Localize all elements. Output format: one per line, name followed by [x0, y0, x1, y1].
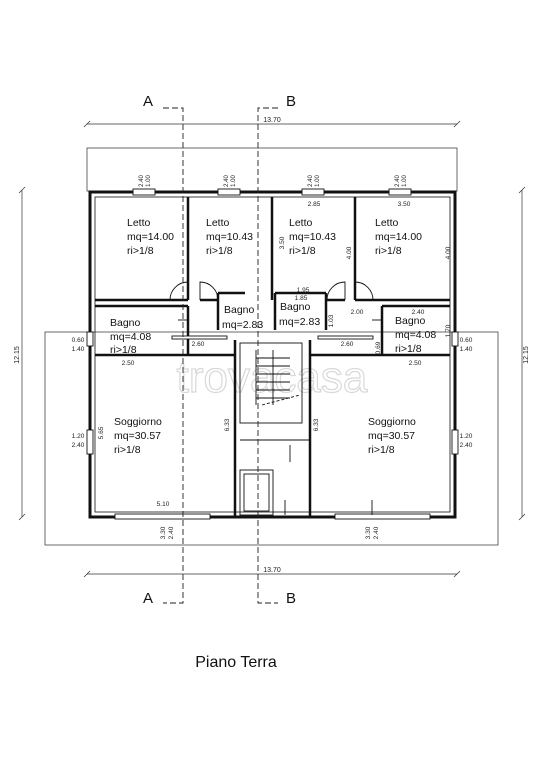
- room-ratio: ri>1/8: [110, 344, 137, 356]
- dim-overall-width-bottom: 13.70: [263, 567, 281, 574]
- dim-stair-left: 6.33: [224, 418, 231, 431]
- section-b-bottom: B: [286, 590, 296, 607]
- dim-win-right-h: 1.40: [460, 346, 473, 353]
- section-b-top: B: [286, 93, 296, 110]
- room-name: Letto: [206, 217, 230, 229]
- dim-room-h-400-b: 4.00: [445, 246, 452, 259]
- site-outline: [44, 331, 499, 546]
- dim-win-3-w: 2.40: [308, 175, 314, 187]
- room-soggiorno-left: Soggiorno mq=30.57 ri>1/8: [114, 416, 162, 456]
- dim-side-left-h: 5.65: [98, 426, 105, 439]
- section-a-top: A: [143, 93, 153, 110]
- room-name: Bagno: [280, 301, 311, 313]
- dim-bot-left-b: 2.40: [168, 526, 175, 539]
- dim-bot-right-b: 2.40: [373, 526, 380, 539]
- dim-win-1-h: 1.00: [146, 175, 152, 187]
- room-letto-left: Letto mq=14.00 ri>1/8: [127, 217, 174, 257]
- dim-bath-185: 1.85: [295, 295, 308, 302]
- dim-bot-right-a: 3.30: [365, 526, 372, 539]
- room-letto-mid-right: Letto mq=10.43 ri>1/8: [289, 217, 336, 257]
- room-ratio: ri>1/8: [368, 444, 395, 456]
- room-letto-right: Letto mq=14.00 ri>1/8: [375, 217, 422, 257]
- plan-title: Piano Terra: [195, 654, 277, 671]
- dim-bot-left-a: 3.30: [160, 526, 167, 539]
- room-ratio: ri>1/8: [375, 245, 402, 257]
- dim-win-3-h: 1.00: [315, 175, 321, 187]
- dim-win-left-w: 0.60: [72, 337, 85, 344]
- room-ratio: ri>1/8: [127, 245, 154, 257]
- windows: [86, 188, 459, 520]
- dim-room-350: 3.50: [398, 201, 411, 208]
- room-name: Soggiorno: [114, 416, 162, 428]
- dim-side-right-w2: 2.40: [460, 442, 473, 449]
- room-soggiorno-right: Soggiorno mq=30.57 ri>1/8: [368, 416, 416, 456]
- room-area: mq=2.83: [279, 316, 320, 328]
- dim-win-left-h: 1.40: [72, 346, 85, 353]
- room-bagno-left: Bagno mq=4.08 ri>1/8: [110, 317, 151, 356]
- dim-overall-depth-right: 12.15: [523, 346, 530, 364]
- dim-win-2-h: 1.00: [231, 175, 237, 187]
- dim-bath-103: 1.03: [328, 314, 335, 327]
- watermark: trovacasa: [177, 353, 368, 402]
- dimension-lines: [18, 120, 526, 578]
- section-lines: [163, 107, 278, 604]
- room-ratio: ri>1/8: [114, 444, 141, 456]
- dim-liv-left-w: 2.50: [122, 360, 135, 367]
- room-name: Bagno: [224, 304, 255, 316]
- dim-side-right-w1: 1.20: [460, 433, 473, 440]
- dim-win-1-w: 2.40: [139, 175, 145, 187]
- room-area: mq=2.83: [222, 319, 263, 331]
- room-bagno-mid-right: Bagno mq=2.83: [279, 301, 320, 328]
- dim-win-4-w: 2.40: [395, 175, 401, 187]
- dim-win-4-h: 1.00: [402, 175, 408, 187]
- room-area: mq=10.43: [206, 231, 253, 243]
- room-area: mq=14.00: [375, 231, 422, 243]
- room-area: mq=30.57: [368, 430, 415, 442]
- room-name: Bagno: [110, 317, 141, 329]
- dim-overall-depth-left: 12.15: [14, 346, 21, 364]
- door-swings: [169, 281, 382, 321]
- dim-overall-width-top: 13.70: [263, 117, 281, 124]
- room-name: Letto: [289, 217, 313, 229]
- room-ratio: ri>1/8: [289, 245, 316, 257]
- dim-room-h-400-a: 4.00: [346, 246, 353, 259]
- dim-corr-left: 2.60: [192, 341, 205, 348]
- room-name: Letto: [127, 217, 151, 229]
- room-name: Bagno: [395, 315, 426, 327]
- dim-front-510: 5.10: [157, 501, 170, 508]
- room-letto-mid-left: Letto mq=10.43 ri>1/8: [206, 217, 253, 257]
- dim-side-left-w1: 1.20: [72, 433, 85, 440]
- room-bagno-right: Bagno mq=4.08 ri>1/8: [395, 315, 436, 355]
- dim-bath-240: 2.40: [412, 309, 425, 316]
- room-area: mq=14.00: [127, 231, 174, 243]
- dim-side-left-w2: 2.40: [72, 442, 85, 449]
- dim-room-h-350: 3.50: [279, 236, 286, 249]
- room-area: mq=4.08: [110, 331, 151, 343]
- dim-room-285: 2.85: [308, 201, 321, 208]
- dim-win-2-w: 2.40: [224, 175, 230, 187]
- room-area: mq=4.08: [395, 329, 436, 341]
- dim-bath-170: 1.70: [445, 324, 452, 337]
- section-a-bottom: A: [143, 590, 153, 607]
- dim-bath-200: 2.00: [351, 309, 364, 316]
- dim-bath-195: 1.95: [297, 287, 310, 294]
- interior-walls: [95, 197, 450, 517]
- dim-liv-right-w: 2.50: [409, 360, 422, 367]
- room-area: mq=10.43: [289, 231, 336, 243]
- room-name: Soggiorno: [368, 416, 416, 428]
- dim-win-right-w: 0.60: [460, 337, 473, 344]
- staircase: [239, 342, 373, 516]
- room-ratio: ri>1/8: [395, 343, 422, 355]
- dim-corr-right: 2.60: [341, 341, 354, 348]
- room-ratio: ri>1/8: [206, 245, 233, 257]
- room-bagno-mid-left: Bagno mq=2.83: [222, 304, 263, 331]
- dim-stair-right: 6.33: [313, 418, 320, 431]
- room-name: Letto: [375, 217, 399, 229]
- dim-bath-069: 0.69: [375, 341, 382, 354]
- room-area: mq=30.57: [114, 430, 161, 442]
